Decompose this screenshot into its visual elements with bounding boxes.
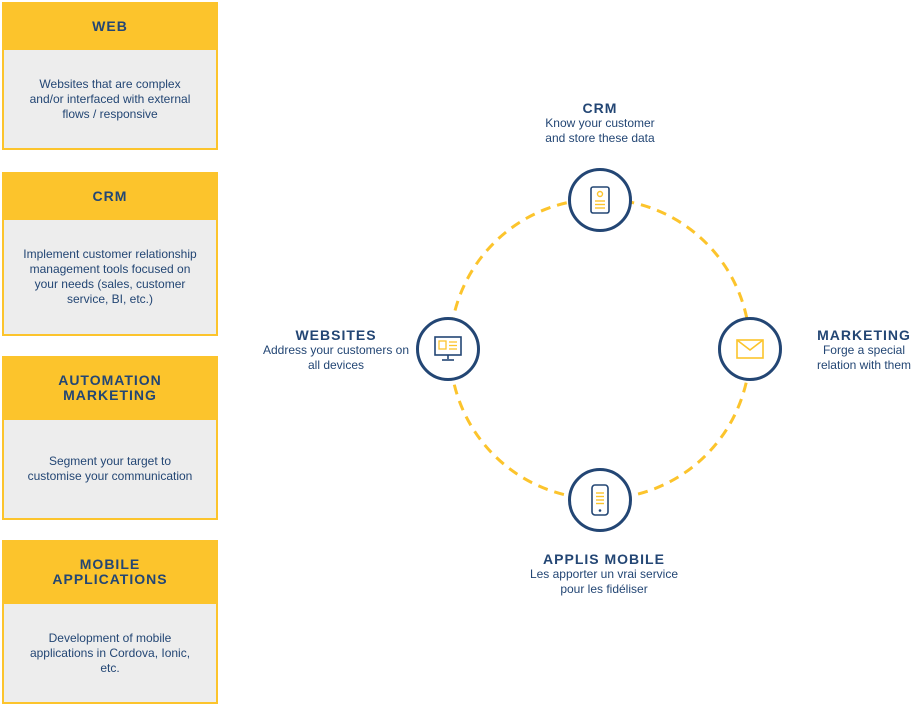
smartphone-icon	[591, 484, 609, 516]
card-crm-title: CRM	[2, 172, 218, 220]
document-icon	[590, 186, 610, 214]
label-websites-title: WEBSITES	[295, 327, 377, 343]
card-web-desc: Websites that are complex and/or interfa…	[2, 50, 218, 150]
card-mobile-applications: MOBILE APPLICATIONS Development of mobil…	[2, 540, 218, 704]
node-crm	[568, 168, 632, 232]
label-mobile-desc: Les apporter un vrai service pour les fi…	[529, 567, 679, 596]
label-marketing: MARKETING Forge a special relation with …	[804, 327, 919, 373]
card-automation-marketing-desc: Segment your target to customise your co…	[2, 420, 218, 520]
label-crm-title: CRM	[582, 100, 618, 116]
node-mobile	[568, 468, 632, 532]
label-marketing-title: MARKETING	[817, 327, 911, 343]
dashed-circle	[448, 197, 752, 501]
label-websites-desc: Address your customers on all devices	[262, 343, 410, 372]
card-crm: CRM Implement customer relationship mana…	[2, 172, 218, 336]
card-mobile-applications-title: MOBILE APPLICATIONS	[2, 540, 218, 604]
card-crm-desc: Implement customer relationship manageme…	[2, 220, 218, 336]
label-marketing-desc: Forge a special relation with them	[816, 343, 912, 372]
label-mobile-title: APPLIS MOBILE	[543, 551, 665, 567]
card-web-title: WEB	[2, 2, 218, 50]
monitor-icon	[434, 336, 462, 361]
card-automation-marketing-title: AUTOMATION MARKETING	[2, 356, 218, 420]
card-web: WEB Websites that are complex and/or int…	[2, 2, 218, 150]
label-crm-desc: Know your customer and store these data	[545, 116, 655, 145]
node-marketing	[718, 317, 782, 381]
label-crm: CRM Know your customer and store these d…	[500, 100, 700, 146]
node-websites	[416, 317, 480, 381]
card-automation-marketing: AUTOMATION MARKETING Segment your target…	[2, 356, 218, 520]
label-mobile: APPLIS MOBILE Les apporter un vrai servi…	[500, 551, 708, 597]
card-mobile-applications-desc: Development of mobile applications in Co…	[2, 604, 218, 704]
label-websites: WEBSITES Address your customers on all d…	[256, 327, 416, 373]
envelope-icon	[736, 339, 764, 359]
